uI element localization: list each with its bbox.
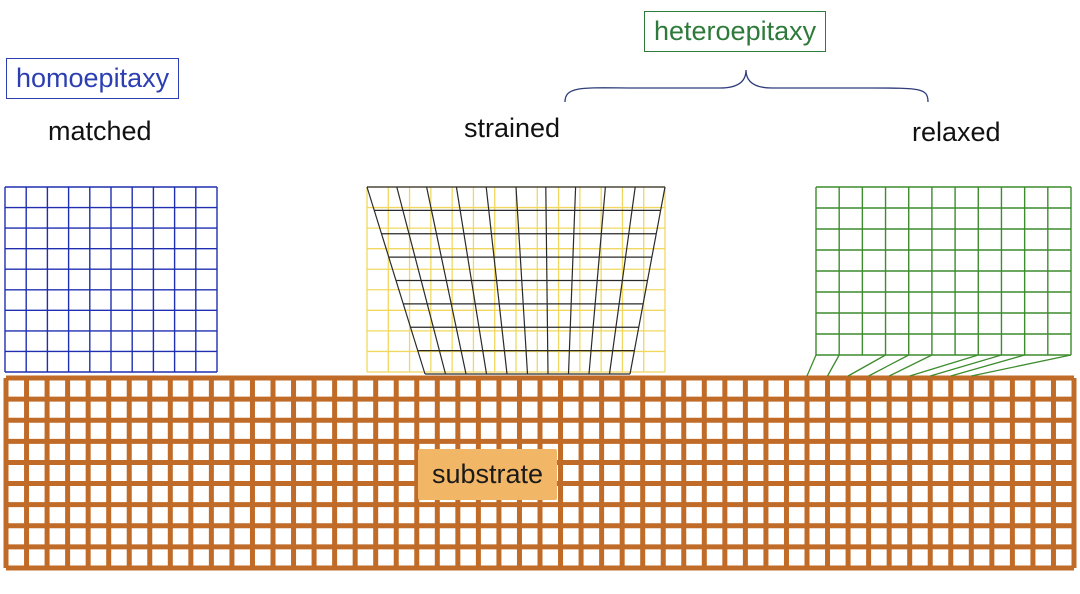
relaxed-interface-line: [909, 354, 979, 377]
relaxed-interface-line: [826, 354, 840, 377]
strained-label: strained: [464, 113, 561, 143]
relaxed-interface-line: [806, 354, 817, 377]
heteroepitaxy-brace: [564, 69, 929, 103]
relaxed-interface-line: [971, 354, 1072, 377]
relaxed-lattice: [806, 186, 1072, 377]
relaxed-interface-line: [868, 354, 910, 377]
strained-lattice: [366, 186, 666, 375]
heteroepitaxy-label: heteroepitaxy: [644, 11, 827, 52]
relaxed-interface-line: [888, 354, 933, 377]
relaxed-interface-line: [930, 354, 1002, 377]
matched-lattice: [4, 186, 218, 373]
substrate-lattice: [3, 375, 1077, 571]
relaxed-interface-line: [847, 354, 886, 377]
relaxed-interface-line: [950, 354, 1025, 377]
strained-lattice-background: [366, 186, 666, 373]
homoepitaxy-label: homoepitaxy: [6, 58, 180, 99]
matched-label: matched: [48, 116, 152, 146]
substrate-label: substrate: [418, 449, 558, 500]
relaxed-label: relaxed: [912, 117, 1001, 147]
